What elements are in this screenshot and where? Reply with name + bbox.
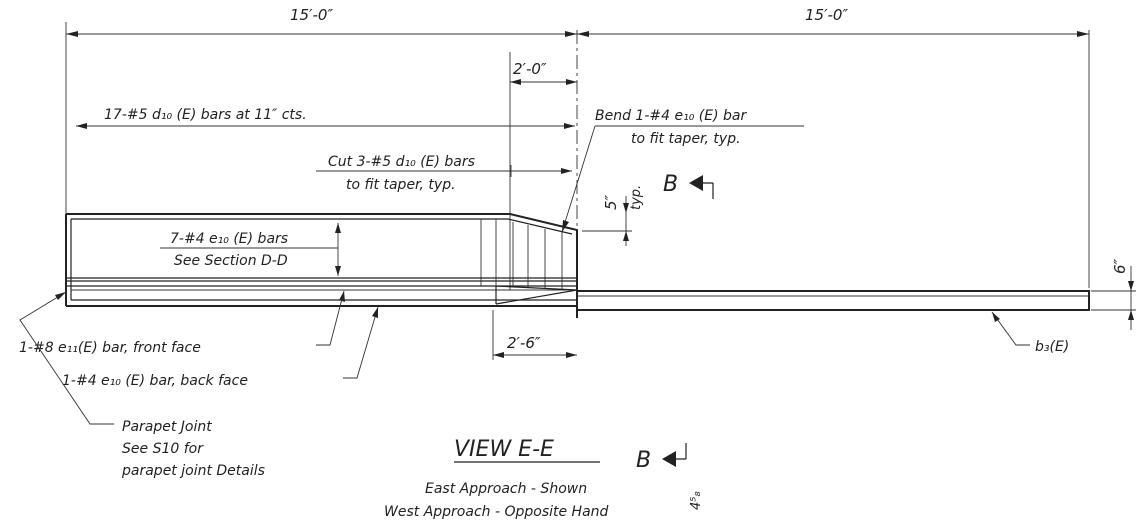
view-subtitle-2: West Approach - Opposite Hand [384,504,609,520]
offset-label: 5″ [602,194,620,210]
parapet-joint-callout: Parapet Joint See S10 for parapet joint … [19,291,265,479]
section-marker-top: B [663,172,714,199]
e10-bars-callout: 7-#4 e₁₀ (E) bars See Section D-D [160,223,341,276]
view-title: VIEW E-E [454,437,554,462]
slab-thickness-dimension: 6″ [1091,258,1136,330]
parapet-elevation [65,213,578,318]
joint-label-1: Parapet Joint [122,419,212,435]
section-marker-bottom: B [636,443,687,473]
front-face-label: 1-#8 e₁₁(E) bar, front face [19,340,201,356]
joint-label-2: See S10 for [122,441,204,457]
view-title-block: VIEW E-E East Approach - Shown West Appr… [384,437,609,520]
back-face-label: 1-#4 e₁₀ (E) bar, back face [62,373,248,389]
offset-note: typ. [629,185,644,210]
bend-bar-label-1: Bend 1-#4 e₁₀ (E) bar [595,108,747,124]
section-marker-bottom-letter: B [636,448,651,473]
back-face-callout: 1-#4 e₁₀ (E) bar, back face [62,306,379,389]
stamp-text: 4⁵₈ [689,491,704,510]
section-marker-top-letter: B [663,172,678,197]
offset-dimension: 5″ typ. [582,185,644,246]
view-subtitle-1: East Approach - Shown [425,481,587,497]
left-span-label: 15′-0″ [290,6,333,24]
cut-bars-label-1: Cut 3-#5 d₁₀ (E) bars [328,154,475,170]
deck-slab [576,290,1090,311]
taper-length-label: 2′-0″ [513,60,547,78]
bend-bar-label-2: to fit taper, typ. [631,131,741,147]
top-bars-label: 17-#5 d₁₀ (E) bars at 11″ cts. [104,107,307,123]
front-face-callout: 1-#8 e₁₁(E) bar, front face [19,290,345,356]
joint-label-3: parapet joint Details [121,463,265,479]
b3-callout: b₃(E) [991,311,1069,355]
e10-bars-label-1: 7-#4 e₁₀ (E) bars [170,231,288,247]
right-span-label: 15′-0″ [805,6,848,24]
transition-length-label: 2′-6″ [507,334,541,352]
cut-bars-callout: Cut 3-#5 d₁₀ (E) bars to fit taper, typ. [316,154,572,193]
top-bars-callout: 17-#5 d₁₀ (E) bars at 11″ cts. [76,107,575,129]
cut-bars-label-2: to fit taper, typ. [346,177,456,193]
overall-dimension: 15′-0″ 15′-0″ [65,6,1090,288]
slab-thickness-label: 6″ [1111,258,1129,274]
b3-label: b₃(E) [1035,339,1069,355]
bend-bar-callout: Bend 1-#4 e₁₀ (E) bar to fit taper, typ. [561,108,804,233]
transition-dimension: 2′-6″ [492,310,577,360]
e10-bars-label-2: See Section D-D [174,253,288,269]
